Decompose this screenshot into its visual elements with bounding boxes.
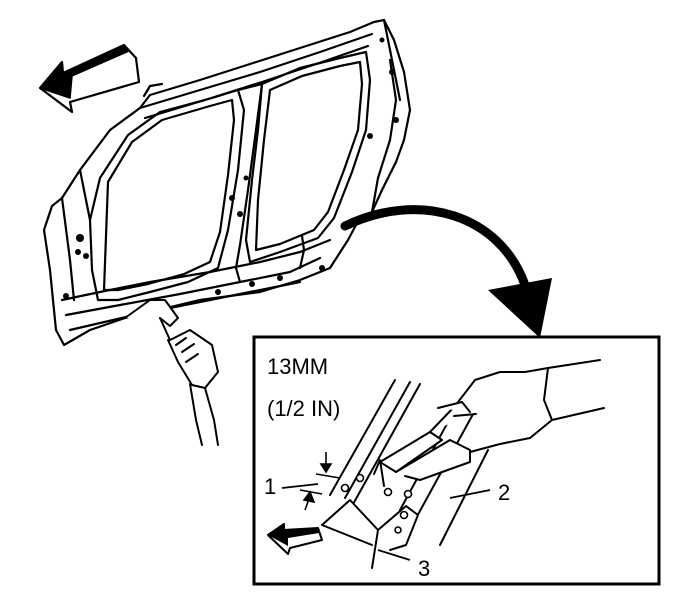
detail-pointer-arrow-icon	[340, 205, 552, 338]
callout-3: 3	[418, 556, 430, 581]
callout-leaders	[281, 483, 491, 561]
forward-arrow-icon	[38, 43, 141, 114]
dimension-marks	[299, 452, 341, 511]
forward-arrow-small-icon	[267, 523, 323, 555]
hand-applicator-large	[379, 359, 605, 481]
hand-applicator-small	[124, 299, 219, 446]
measurement-label: 13MM	[267, 354, 328, 379]
callout-2: 2	[498, 480, 510, 505]
measurement-imperial-label: (1/2 IN)	[267, 396, 340, 421]
callout-1: 1	[264, 474, 276, 499]
frame-holes	[63, 37, 399, 299]
body-side-frame	[42, 18, 412, 347]
section-holes	[340, 473, 413, 534]
